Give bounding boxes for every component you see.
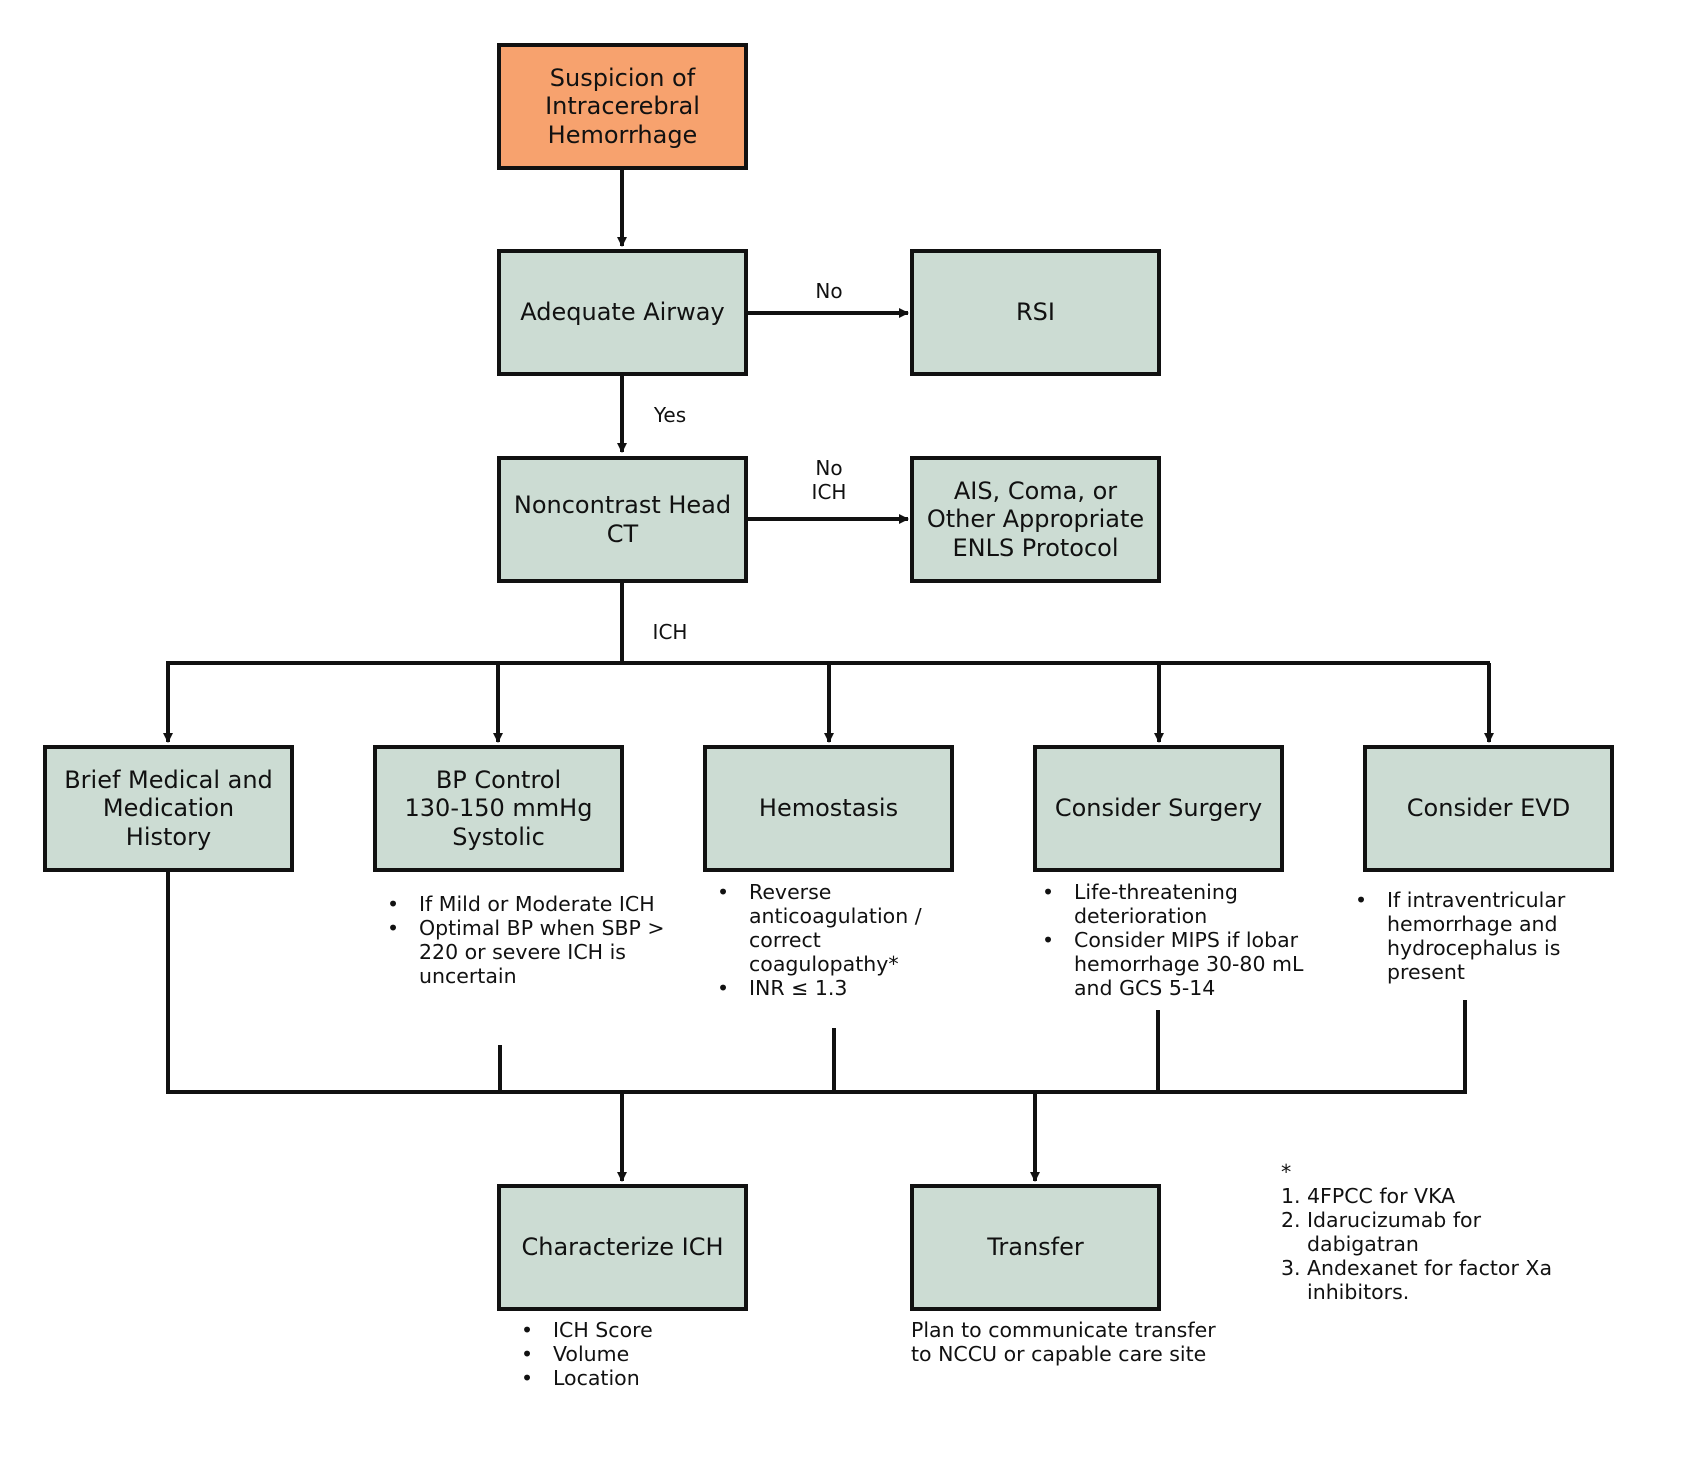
node-hemostasis: Hemostasis <box>703 745 954 872</box>
list-item: If intraventricular hemorrhage and hydro… <box>1353 888 1593 984</box>
notes-characterize-ich: ICH Score Volume Location <box>519 1318 719 1390</box>
list-item: Optimal BP when SBP > 220 or severe ICH … <box>385 916 665 988</box>
node-consider-surgery: Consider Surgery <box>1033 745 1284 872</box>
list-item: Location <box>519 1366 719 1390</box>
node-medical-history: Brief Medical and Medication History <box>43 745 294 872</box>
list-item: Volume <box>519 1342 719 1366</box>
edge-label-no-ich: No ICH <box>811 456 847 504</box>
footnote-marker: * <box>1281 1160 1292 1184</box>
node-characterize-ich: Characterize ICH <box>497 1184 748 1311</box>
node-ais-coma: AIS, Coma, or Other Appropriate ENLS Pro… <box>910 456 1161 583</box>
node-adequate-airway: Adequate Airway <box>497 249 748 376</box>
node-consider-evd: Consider EVD <box>1363 745 1614 872</box>
edge-label-ich: ICH <box>652 620 688 644</box>
notes-bp-control: If Mild or Moderate ICH Optimal BP when … <box>385 892 665 988</box>
node-noncontrast-ct: Noncontrast Head CT <box>497 456 748 583</box>
list-item: INR ≤ 1.3 <box>715 976 965 1000</box>
edge-label-no: No <box>815 279 843 303</box>
node-rsi: RSI <box>910 249 1161 376</box>
notes-consider-evd: If intraventricular hemorrhage and hydro… <box>1353 888 1593 984</box>
notes-consider-surgery: Life-threatening deterioration Consider … <box>1040 880 1320 1000</box>
edge-label-yes: Yes <box>653 403 687 427</box>
list-item: Reverse anticoagulation / correct coagul… <box>715 880 965 976</box>
list-item: Life-threatening deterioration <box>1040 880 1320 928</box>
node-suspicion: Suspicion of Intracerebral Hemorrhage <box>497 43 748 170</box>
notes-transfer: Plan to communicate transfer to NCCU or … <box>911 1318 1216 1366</box>
node-transfer: Transfer <box>910 1184 1161 1311</box>
list-item: 1.4FPCC for VKA <box>1281 1184 1456 1208</box>
list-item: 3.Andexanet for factor Xa inhibitors. <box>1281 1256 1553 1304</box>
list-item: 2.Idarucizumab for dabigatran <box>1281 1208 1482 1256</box>
list-item: If Mild or Moderate ICH <box>385 892 665 916</box>
footnote-list: 1.4FPCC for VKA 2.Idarucizumab for dabig… <box>1281 1184 1581 1304</box>
list-item: Consider MIPS if lobar hemorrhage 30-80 … <box>1040 928 1320 1000</box>
list-item: ICH Score <box>519 1318 719 1342</box>
node-bp-control: BP Control 130-150 mmHg Systolic <box>373 745 624 872</box>
notes-hemostasis: Reverse anticoagulation / correct coagul… <box>715 880 965 1000</box>
